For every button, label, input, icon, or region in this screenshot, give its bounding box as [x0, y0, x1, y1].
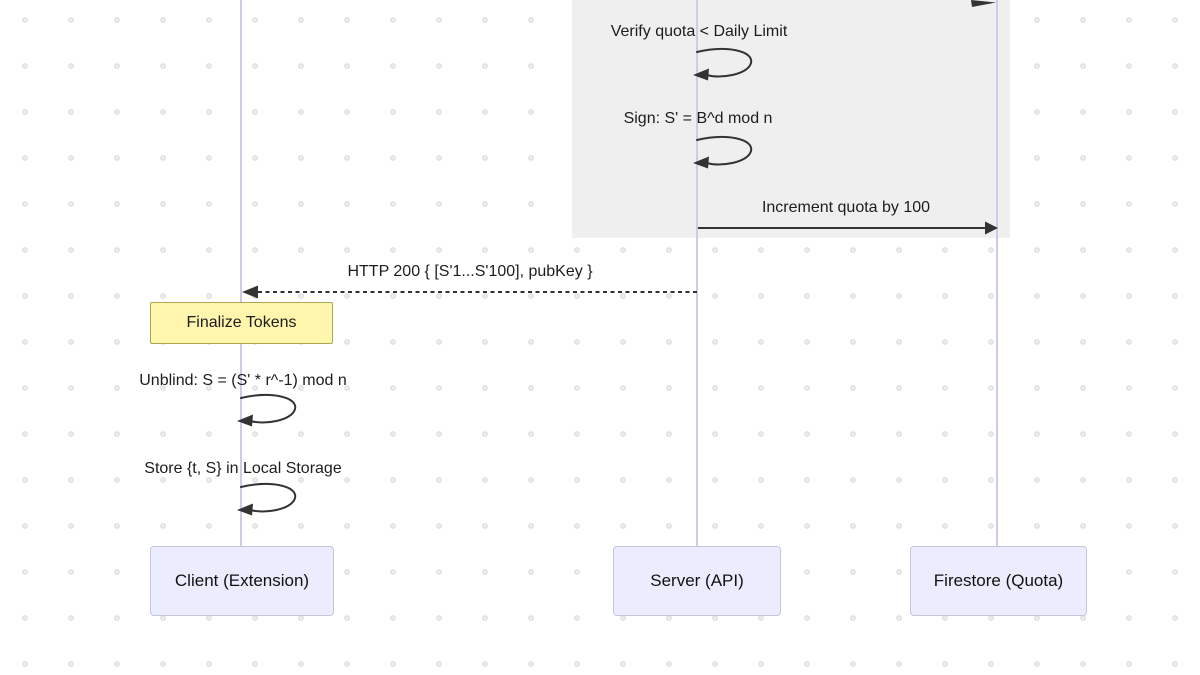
server-activity-block [572, 0, 1010, 238]
participant-client: Client (Extension) [150, 546, 334, 616]
http-response-arrow [242, 285, 697, 299]
note-finalize-tokens: Finalize Tokens [150, 302, 333, 344]
message-http-response: HTTP 200 { [S'1...S'100], pubKey } [347, 263, 593, 280]
lifeline-client [240, 0, 242, 548]
self-loop-unblind-arrow [237, 394, 297, 427]
lifeline-server [696, 0, 698, 548]
message-sign: Sign: S' = B^d mod n [623, 110, 773, 127]
message-verify-quota: Verify quota < Daily Limit [610, 23, 788, 40]
lifeline-firestore [996, 0, 998, 548]
participant-server: Server (API) [613, 546, 781, 616]
participant-firestore: Firestore (Quota) [910, 546, 1087, 616]
message-unblind: Unblind: S = (S' * r^-1) mod n [139, 372, 347, 389]
message-store-tokens: Store {t, S} in Local Storage [144, 460, 342, 477]
message-increment-quota: Increment quota by 100 [761, 199, 931, 216]
self-loop-store-arrow [237, 483, 297, 516]
